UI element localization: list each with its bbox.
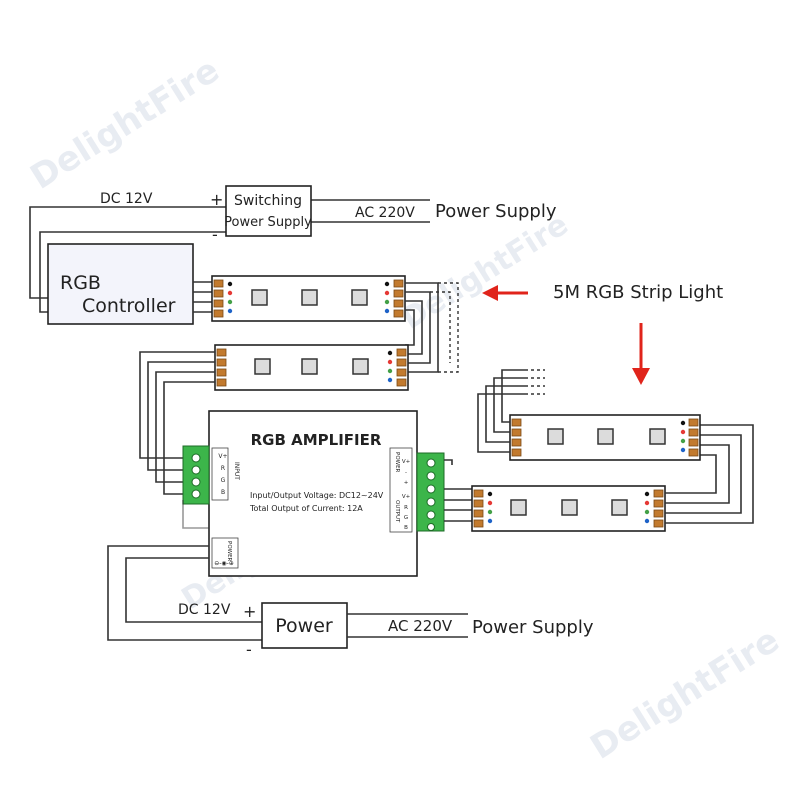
bottom-ac-desc: Power Supply	[472, 617, 594, 638]
top-ac-desc: Power Supply	[435, 201, 557, 222]
switching-power-supply: Switching Power Supply	[224, 185, 312, 237]
led-strip-2	[214, 344, 409, 391]
amp-power-jack: POWER ⊖-◉-⊕	[211, 537, 239, 569]
output-terminal-block	[416, 452, 445, 532]
amp-output-to-strip4-wires	[444, 488, 476, 522]
watermark-logo: DelightFire DelightFire DelightFire Deli…	[24, 50, 787, 767]
output-pin-b: B	[404, 525, 408, 531]
controller-line2: Controller	[82, 295, 176, 317]
output-pin-vplus: V+	[402, 494, 411, 500]
power-pin-minus: -	[405, 470, 407, 476]
watermark-text-4: DelightFire	[584, 620, 787, 767]
rgb-amplifier: RGB AMPLIFIER Input/Output Voltage: DC12…	[208, 410, 418, 577]
bottom-ac-wires	[347, 613, 468, 638]
power-label-right: POWER	[394, 452, 400, 473]
power-supply-label: Power Supply	[224, 215, 312, 230]
input-pin-b: B	[221, 489, 225, 496]
bottom-ac-label: AC 220V	[388, 617, 453, 635]
power-label-left: POWER	[226, 541, 232, 562]
input-terminal-block	[182, 445, 210, 505]
amplifier-title: RGB AMPLIFIER	[251, 431, 382, 449]
strip3-continuation-wires	[477, 369, 545, 453]
bottom-plus-label: +	[243, 602, 256, 621]
top-dc-label: DC 12V	[100, 191, 153, 207]
input-pin-r: R	[221, 465, 225, 472]
controller-to-strip1-wires	[193, 281, 212, 313]
top-plus-label: +	[210, 190, 223, 209]
strip-light-label: 5M RGB Strip Light	[553, 282, 723, 303]
input-pin-labels: V+ R G B INPUT	[211, 447, 240, 501]
input-pin-vplus: V+	[218, 453, 227, 460]
red-arrow-left	[482, 285, 528, 301]
output-pin-r: R	[404, 505, 408, 511]
bottom-power-supply: Power	[261, 602, 348, 649]
bottom-minus-label: -	[246, 640, 252, 659]
amplifier-spec-voltage: Input/Output Voltage: DC12~24V	[250, 491, 384, 500]
amplifier-spec-current: Total Output of Current: 12A	[249, 504, 363, 513]
output-label: OUTPUT	[394, 500, 400, 523]
input-label: INPUT	[233, 462, 240, 480]
top-minus-label: -	[212, 225, 218, 244]
led-strip-1	[211, 275, 406, 322]
strip2-to-amp-input-wires	[139, 351, 215, 495]
power-jack-symbol: ⊖-◉-⊕	[214, 560, 234, 567]
watermark-text-1: DelightFire	[24, 50, 227, 197]
top-supply-wires	[29, 199, 430, 313]
red-arrow-down	[632, 323, 650, 385]
strip4-to-strip3-wires	[665, 424, 754, 524]
power-pin-vplus: V+	[402, 459, 411, 465]
led-strip-3	[509, 414, 701, 461]
controller-line1: RGB	[60, 272, 101, 294]
amp-power-wires	[107, 459, 453, 641]
switching-label: Switching	[234, 193, 302, 209]
top-ac-label: AC 220V	[355, 205, 415, 221]
strip1-continuation-wires	[405, 282, 459, 373]
bottom-dc-label: DC 12V	[178, 602, 231, 618]
led-strip-4	[471, 485, 666, 532]
output-pin-labels: POWER V+ - + OUTPUT V+ R G B	[389, 447, 413, 533]
bottom-power-label: Power	[275, 615, 333, 637]
input-pin-g: G	[221, 477, 226, 484]
power-pin-plus: +	[404, 480, 409, 486]
output-pin-g: G	[404, 515, 408, 521]
rgb-controller: RGB Controller	[47, 243, 194, 325]
